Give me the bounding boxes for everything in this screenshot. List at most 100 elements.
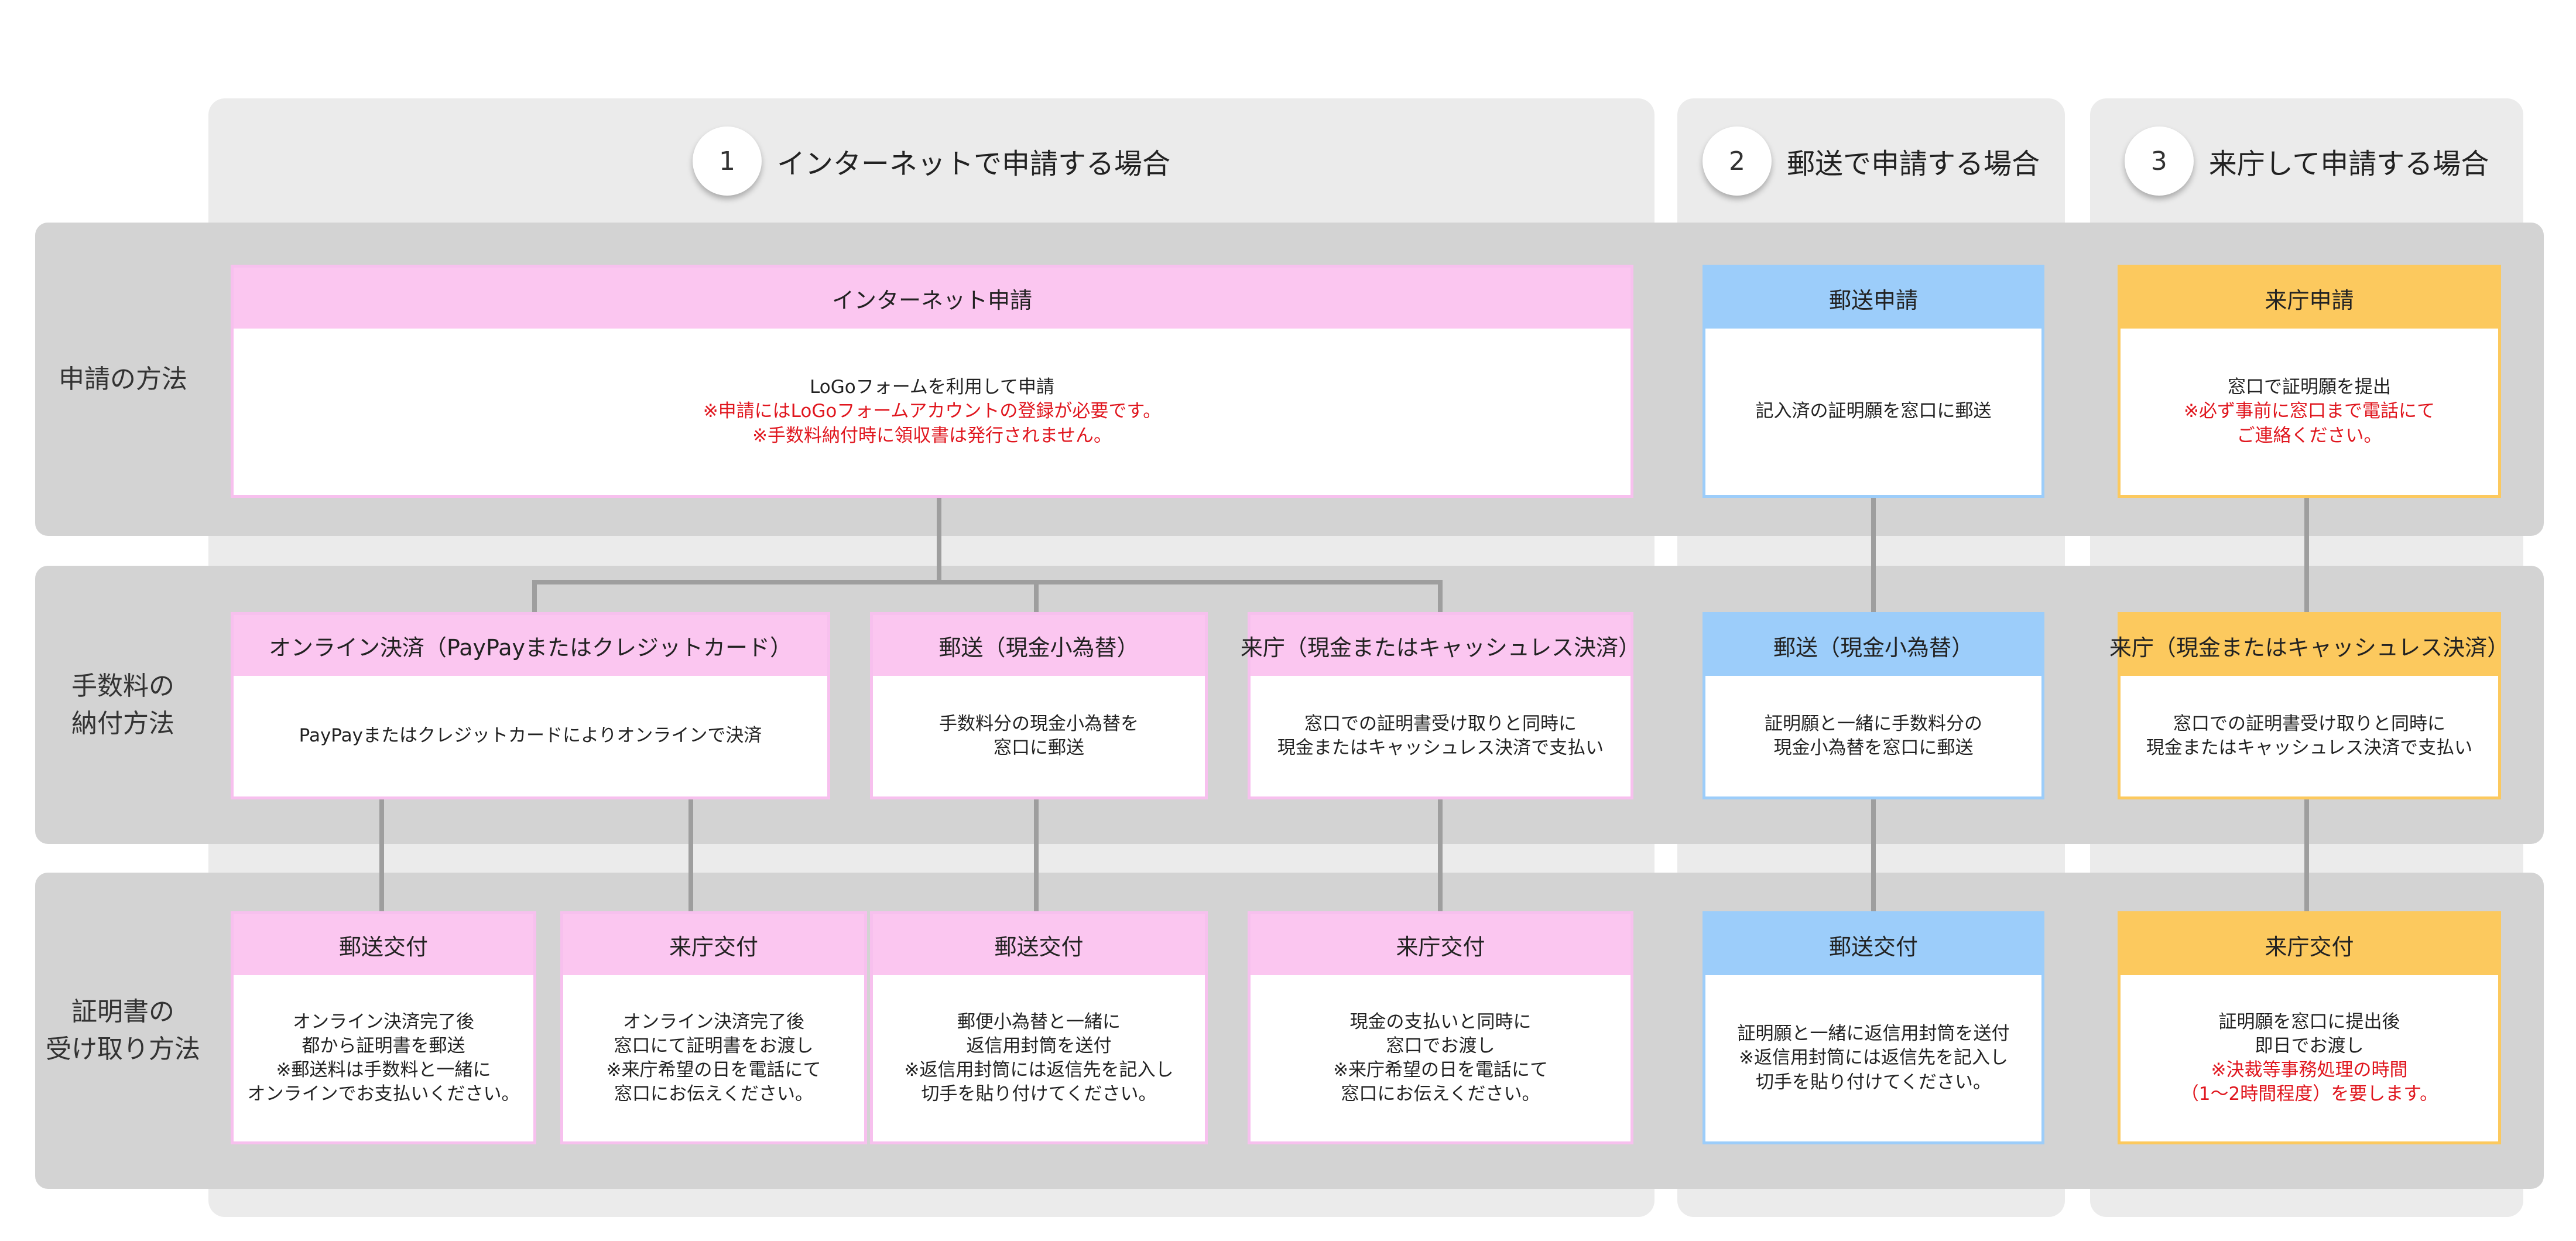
step-number-badge: 3 (2124, 127, 2194, 196)
connector-line (532, 580, 1443, 584)
visit-pickup-box: 来庁交付 証明願を窓口に提出後即日でお渡し※決裁等事務処理の時間（1〜2時間程度… (2118, 911, 2501, 1144)
description-line: 手数料分の現金小為替を (939, 713, 1139, 734)
connector-line (1871, 799, 1876, 914)
mail-money-order-box: 郵送（現金小為替） 手数料分の現金小為替を窓口に郵送 (870, 612, 1208, 799)
box-title: 郵送申請 (1705, 268, 2041, 329)
description-line: 窓口での証明書受け取りと同時に (1304, 713, 1577, 734)
description-line: 都から証明書を郵送 (302, 1035, 465, 1057)
box-title: 郵送（現金小為替） (1705, 615, 2041, 676)
description-line: 現金の支払いと同時に (1349, 1011, 1532, 1033)
note-text: （1〜2時間程度）を要します。 (2180, 1083, 2438, 1105)
description-line: LoGoフォームを利用して申請 (810, 377, 1054, 398)
note-text: ※申請にはLoGoフォームアカウントの登録が必要です。 (703, 401, 1162, 422)
box-description: オンライン決済完了後窓口にて証明書をお渡し※来庁希望の日を電話にて窓口にお伝えく… (563, 975, 864, 1141)
box-title: 来庁交付 (563, 914, 864, 975)
description-line: 証明願と一緒に手数料分の (1765, 713, 1982, 734)
box-title: インターネット申請 (234, 268, 1630, 329)
internet-application-box: インターネット申請 LoGoフォームを利用して申請 ※申請にはLoGoフォームアカ… (231, 265, 1633, 498)
box-description: 記入済の証明願を窓口に郵送 (1705, 329, 2041, 495)
description-line: 証明願と一緒に返信用封筒を送付 (1737, 1023, 2010, 1045)
description-line: 窓口にお伝えください。 (614, 1083, 814, 1105)
column-header-visit: 3 来庁して申請する場合 (2090, 123, 2523, 199)
box-title: 郵送交付 (1705, 914, 2041, 975)
box-description: 窓口での証明書受け取りと同時に現金またはキャッシュレス決済で支払い (2121, 676, 2498, 796)
connector-line (379, 799, 384, 914)
box-title: 郵送交付 (234, 914, 533, 975)
description-line: 窓口での証明書受け取りと同時に (2173, 713, 2445, 734)
box-description: 証明願と一緒に返信用封筒を送付※返信用封筒には返信先を記入し切手を貼り付けてくだ… (1705, 975, 2041, 1141)
row-label-fee-payment: 手数料の 納付方法 (71, 671, 174, 739)
box-title: 来庁交付 (2121, 914, 2498, 975)
description-line: ※郵送料は手数料と一緒に (276, 1059, 491, 1081)
connector-line (1034, 580, 1039, 614)
row-label-application-method: 申請の方法 (59, 364, 187, 394)
column-title: 来庁して申請する場合 (2208, 148, 2489, 180)
column-title: インターネットで申請する場合 (776, 148, 1170, 180)
step-number-badge: 1 (692, 127, 762, 196)
box-title: 来庁交付 (1251, 914, 1630, 975)
description-line: 窓口にお伝えください。 (1341, 1083, 1540, 1105)
description-line: 現金小為替を窓口に郵送 (1773, 737, 1974, 758)
visit-application-box: 来庁申請 窓口で証明願を提出 ※必ず事前に窓口まで電話にてご連絡ください。 (2118, 265, 2501, 498)
description-line: 記入済の証明願を窓口に郵送 (1755, 401, 1992, 422)
description-line: オンラインでお支払いください。 (247, 1083, 520, 1105)
box-title: 来庁（現金またはキャッシュレス決済） (1241, 615, 1640, 676)
box-description: 窓口で証明願を提出 ※必ず事前に窓口まで電話にてご連絡ください。 (2121, 329, 2498, 495)
note-text: ※手数料納付時に領収書は発行されません。 (752, 425, 1112, 446)
description-line: 窓口に郵送 (994, 737, 1084, 758)
description-line: ※来庁希望の日を電話にて (1333, 1059, 1548, 1081)
description-line: 切手を貼り付けてください。 (1755, 1071, 1992, 1093)
mail-delivery-online-box: 郵送交付 オンライン決済完了後都から証明書を郵送※郵送料は手数料と一緒にオンライ… (231, 911, 536, 1144)
box-description: 手数料分の現金小為替を窓口に郵送 (873, 676, 1205, 796)
description-line: 窓口で証明願を提出 (2228, 377, 2391, 398)
note-text: ご連絡ください。 (2236, 425, 2382, 446)
column-title: 郵送で申請する場合 (1786, 148, 2040, 180)
step-number-badge: 2 (1702, 127, 1772, 196)
connector-line (1034, 799, 1039, 914)
mail-delivery-box: 郵送交付 証明願と一緒に返信用封筒を送付※返信用封筒には返信先を記入し切手を貼り… (1703, 911, 2044, 1144)
description-line: 現金またはキャッシュレス決済で支払い (2146, 737, 2473, 758)
mail-delivery-money-order-box: 郵送交付 郵便小為替と一緒に返信用封筒を送付※返信用封筒には返信先を記入し切手を… (870, 911, 1208, 1144)
connector-line (1438, 799, 1443, 914)
box-description: 証明願と一緒に手数料分の現金小為替を窓口に郵送 (1705, 676, 2041, 796)
description-line: 窓口にて証明書をお渡し (614, 1035, 814, 1057)
row-label-certificate-receipt: 証明書の 受け取り方法 (46, 997, 200, 1064)
description-line: 切手を貼り付けてください。 (921, 1083, 1157, 1105)
box-description: 郵便小為替と一緒に返信用封筒を送付※返信用封筒には返信先を記入し切手を貼り付けて… (873, 975, 1205, 1141)
visit-payment-box: 来庁（現金またはキャッシュレス決済） 窓口での証明書受け取りと同時に現金またはキ… (2109, 612, 2509, 799)
connector-line (2304, 799, 2309, 914)
box-description: LoGoフォームを利用して申請 ※申請にはLoGoフォームアカウントの登録が必要で… (234, 329, 1630, 495)
box-title: 来庁（現金またはキャッシュレス決済） (2109, 615, 2509, 676)
note-text: ※決裁等事務処理の時間 (2211, 1059, 2408, 1081)
description-line: 返信用封筒を送付 (966, 1035, 1112, 1057)
description-line: ※来庁希望の日を電話にて (606, 1059, 821, 1081)
description-line: PayPayまたはクレジットカードによりオンラインで決済 (299, 725, 762, 747)
visit-pickup-cash-box: 来庁交付 現金の支払いと同時に窓口でお渡し※来庁希望の日を電話にて窓口にお伝えく… (1248, 911, 1633, 1144)
description-line: 証明願を窓口に提出後 (2218, 1011, 2400, 1033)
connector-line (2304, 498, 2309, 612)
description-line: 郵便小為替と一緒に (957, 1011, 1121, 1033)
connector-line (1438, 580, 1443, 614)
box-title: 来庁申請 (2121, 268, 2498, 329)
connector-line (688, 799, 693, 914)
box-description: 窓口での証明書受け取りと同時に現金またはキャッシュレス決済で支払い (1251, 676, 1630, 796)
description-line: 窓口でお渡し (1386, 1035, 1495, 1057)
box-description: 現金の支払いと同時に窓口でお渡し※来庁希望の日を電話にて窓口にお伝えください。 (1251, 975, 1630, 1141)
visit-payment-box: 来庁（現金またはキャッシュレス決済） 窓口での証明書受け取りと同時に現金またはキ… (1241, 612, 1640, 799)
connector-line (1871, 498, 1876, 612)
connector-line (937, 498, 941, 582)
box-title: 郵送交付 (873, 914, 1205, 975)
description-line: 即日でお渡し (2255, 1035, 2364, 1057)
description-line: オンライン決済完了後 (623, 1011, 804, 1033)
note-text: ※必ず事前に窓口まで電話にて (2184, 401, 2435, 422)
description-line: ※返信用封筒には返信先を記入し (1739, 1047, 2008, 1069)
box-description: PayPayまたはクレジットカードによりオンラインで決済 (234, 676, 827, 796)
description-line: 現金またはキャッシュレス決済で支払い (1277, 737, 1604, 758)
box-description: 証明願を窓口に提出後即日でお渡し※決裁等事務処理の時間（1〜2時間程度）を要しま… (2121, 975, 2498, 1141)
box-title: 郵送（現金小為替） (873, 615, 1205, 676)
description-line: オンライン決済完了後 (293, 1011, 474, 1033)
box-title: オンライン決済（PayPayまたはクレジットカード） (234, 615, 827, 676)
column-header-mail: 2 郵送で申請する場合 (1677, 123, 2065, 199)
column-header-internet: 1 インターネットで申請する場合 (208, 123, 1654, 199)
box-description: オンライン決済完了後都から証明書を郵送※郵送料は手数料と一緒にオンラインでお支払… (234, 975, 533, 1141)
